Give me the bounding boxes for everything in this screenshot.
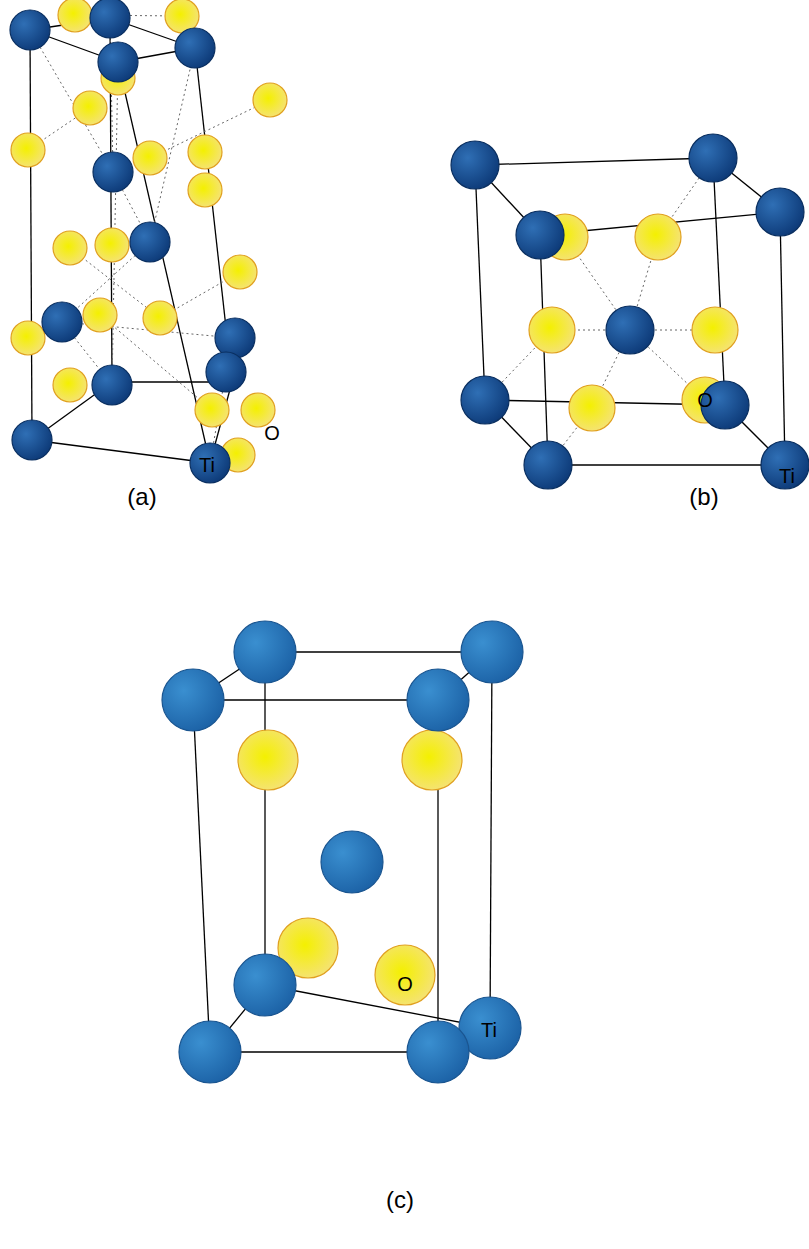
titanium-atom [689, 134, 737, 182]
titanium-atom [10, 10, 50, 50]
oxygen-atom [188, 135, 222, 169]
oxygen-atom [11, 321, 45, 355]
oxygen-atom [73, 91, 107, 125]
oxygen-atom [692, 307, 738, 353]
titanium-atom [461, 621, 523, 683]
oxygen-atom [375, 945, 435, 1005]
oxygen-atom [133, 141, 167, 175]
oxygen-atom [253, 83, 287, 117]
atom-label: Ti [779, 466, 795, 486]
titanium-atom [407, 669, 469, 731]
titanium-atom [606, 306, 654, 354]
titanium-atom [42, 302, 82, 342]
bond [112, 62, 118, 385]
oxygen-atom [223, 255, 257, 289]
panel-label: (b) [689, 485, 718, 509]
cell-edge [193, 699, 438, 700]
oxygen-atom [58, 0, 92, 32]
bond [110, 18, 113, 172]
cell-edge [475, 158, 713, 165]
titanium-atom [461, 376, 509, 424]
titanium-atom [756, 188, 804, 236]
oxygen-atom [53, 368, 87, 402]
oxygen-atom [529, 307, 575, 353]
titanium-atom [234, 621, 296, 683]
atom-label: Ti [481, 1020, 497, 1040]
titanium-atom [93, 152, 133, 192]
oxygen-atom [143, 301, 177, 335]
oxygen-atom [402, 730, 462, 790]
titanium-atom [98, 42, 138, 82]
titanium-atom [761, 441, 809, 489]
titanium-atom [451, 141, 499, 189]
titanium-atom [234, 954, 296, 1016]
panel-label: (c) [386, 1188, 414, 1212]
cell-edge [265, 651, 492, 652]
cell-edge [548, 464, 785, 465]
cell-edge [30, 30, 32, 440]
titanium-atom [524, 441, 572, 489]
oxygen-atom [53, 231, 87, 265]
atom-label: O [697, 390, 713, 410]
cell-edge [265, 985, 490, 1028]
atom-label: O [397, 974, 413, 994]
titanium-atom [516, 211, 564, 259]
titanium-atom [190, 443, 230, 483]
cell-edge [490, 652, 492, 1028]
panel-label: (a) [127, 485, 156, 509]
cell-edge [713, 158, 725, 405]
titanium-atom [179, 1021, 241, 1083]
oxygen-atom [241, 393, 275, 427]
titanium-atom [215, 318, 255, 358]
titanium-atom [162, 669, 224, 731]
oxygen-atom [11, 133, 45, 167]
cell-edge [193, 700, 210, 1052]
titanium-atom [407, 1021, 469, 1083]
cell-edge [780, 212, 785, 465]
oxygen-atom [569, 385, 615, 431]
titanium-atom [206, 352, 246, 392]
oxygen-atom [188, 173, 222, 207]
oxygen-atom [83, 298, 117, 332]
cell-edge [210, 1051, 438, 1052]
titanium-atom [90, 0, 130, 38]
oxygen-atom [95, 228, 129, 262]
cell-edge [475, 165, 485, 400]
titanium-atom [130, 222, 170, 262]
titanium-atom [92, 365, 132, 405]
titanium-atom [12, 420, 52, 460]
titanium-atom [175, 28, 215, 68]
oxygen-atom [195, 393, 229, 427]
atom-label: O [264, 423, 280, 443]
titanium-atom [321, 831, 383, 893]
atom-label: Ti [199, 455, 215, 475]
oxygen-atom [238, 730, 298, 790]
oxygen-atom [635, 214, 681, 260]
cell-edge [32, 440, 210, 463]
cell-edge [264, 652, 265, 985]
